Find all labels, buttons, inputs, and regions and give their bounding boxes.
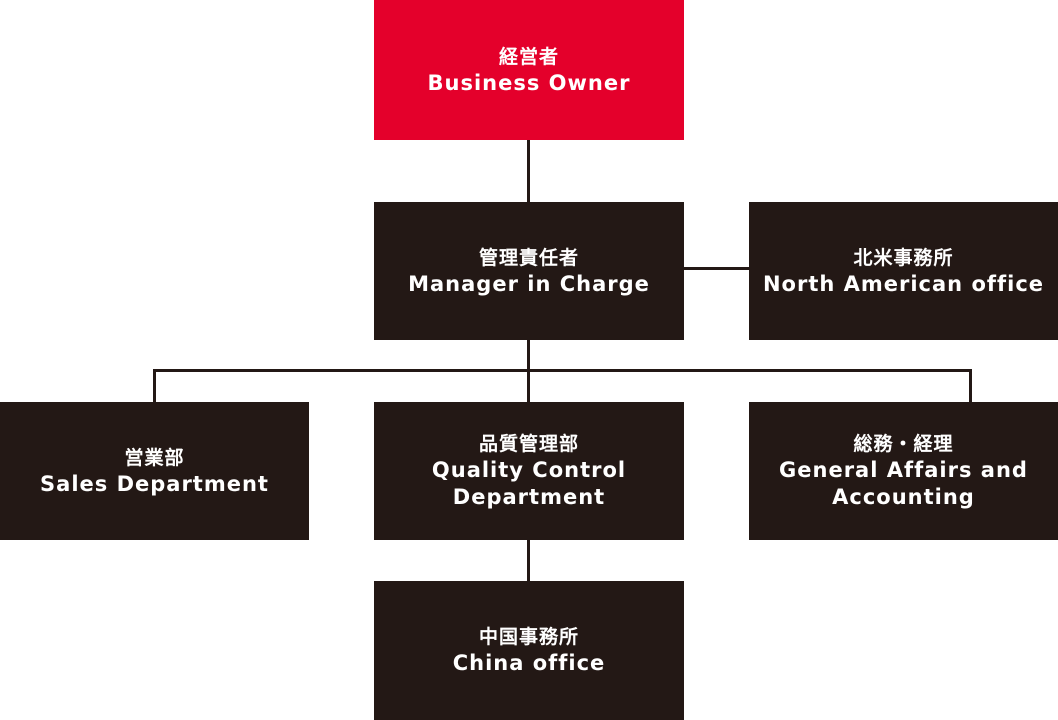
china-office-en-label: China office xyxy=(452,651,606,675)
quality-control-department-box: 品質管理部 Quality Control Department xyxy=(374,402,684,540)
general-affairs-accounting-en-label: General Affairs and Accounting xyxy=(779,458,1028,509)
quality-control-department-ja-label: 品質管理部 xyxy=(478,433,579,455)
connector-branch-horizontal xyxy=(153,369,972,372)
north-american-office-ja-label: 北米事務所 xyxy=(853,246,954,269)
manager-in-charge-ja-label: 管理責任者 xyxy=(478,246,579,269)
general-affairs-accounting-box: 総務・経理 General Affairs and Accounting xyxy=(749,402,1058,540)
north-american-office-box: 北米事務所 North American office xyxy=(749,202,1058,340)
connector-manager-north-america xyxy=(683,267,750,270)
business-owner-en-label: Business Owner xyxy=(427,70,631,95)
manager-in-charge-box: 管理責任者 Manager in Charge xyxy=(374,202,684,340)
sales-department-en-label: Sales Department xyxy=(40,471,269,496)
connector-branch-general xyxy=(969,369,972,402)
north-american-office-en-label: North American office xyxy=(762,271,1045,296)
business-owner-box: 経営者 Business Owner xyxy=(374,0,684,140)
sales-department-box: 営業部 Sales Department xyxy=(0,402,309,540)
connector-quality-china xyxy=(527,539,530,582)
manager-in-charge-en-label: Manager in Charge xyxy=(408,271,650,296)
connector-owner-manager xyxy=(527,139,530,202)
connector-branch-sales xyxy=(153,369,156,402)
quality-control-department-en-label: Quality Control Department xyxy=(431,458,627,509)
business-owner-ja-label: 経営者 xyxy=(498,45,559,68)
china-office-box: 中国事務所 China office xyxy=(374,581,684,720)
china-office-ja-label: 中国事務所 xyxy=(478,626,579,648)
sales-department-ja-label: 営業部 xyxy=(124,446,185,469)
general-affairs-accounting-ja-label: 総務・経理 xyxy=(853,433,954,455)
